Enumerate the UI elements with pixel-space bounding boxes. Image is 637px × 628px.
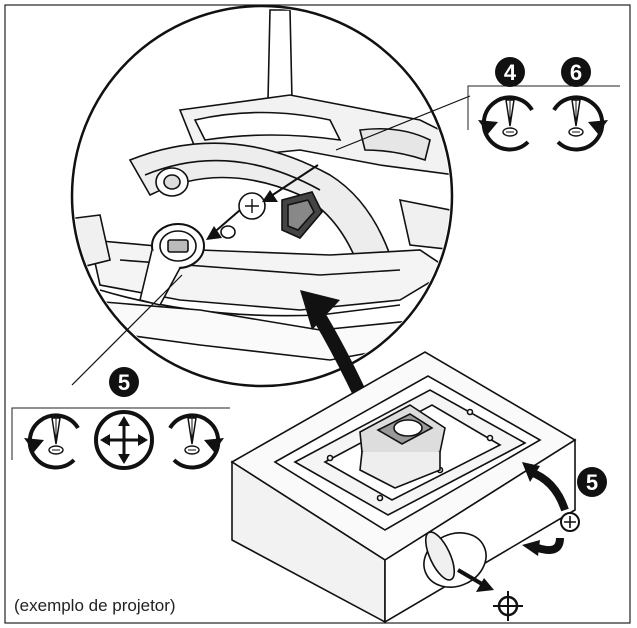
leader-line-top xyxy=(335,95,471,151)
step-number-5-right: 5 xyxy=(586,470,598,495)
step-group-top: 4 6 xyxy=(467,57,620,152)
step-number-6: 6 xyxy=(570,60,582,85)
lens-direction-arrow xyxy=(456,568,494,592)
step-badge-4 xyxy=(495,57,525,87)
step-number-5: 5 xyxy=(118,370,130,395)
rotate-clockwise-icon xyxy=(168,413,224,470)
magnified-detail-circle xyxy=(70,4,454,388)
step-group-right: 5 xyxy=(522,462,607,556)
step-number-4: 4 xyxy=(504,60,517,85)
step-badge-5 xyxy=(109,367,139,397)
rotate-clockwise-icon xyxy=(552,95,608,152)
rotate-counterclockwise-icon xyxy=(24,413,80,470)
move-arrows-icon xyxy=(94,410,154,470)
step-badge-6 xyxy=(561,57,591,87)
crosshair-icon xyxy=(493,591,523,621)
rotate-counterclockwise-icon xyxy=(478,95,534,152)
leader-line-left xyxy=(71,274,183,386)
step-group-left: 5 xyxy=(11,367,230,470)
adjuster-crosshair-icon xyxy=(560,512,580,532)
figure-caption: (exemplo de projetor) xyxy=(14,596,176,615)
projector-example xyxy=(230,351,577,624)
step-badge-5-right xyxy=(577,467,607,497)
